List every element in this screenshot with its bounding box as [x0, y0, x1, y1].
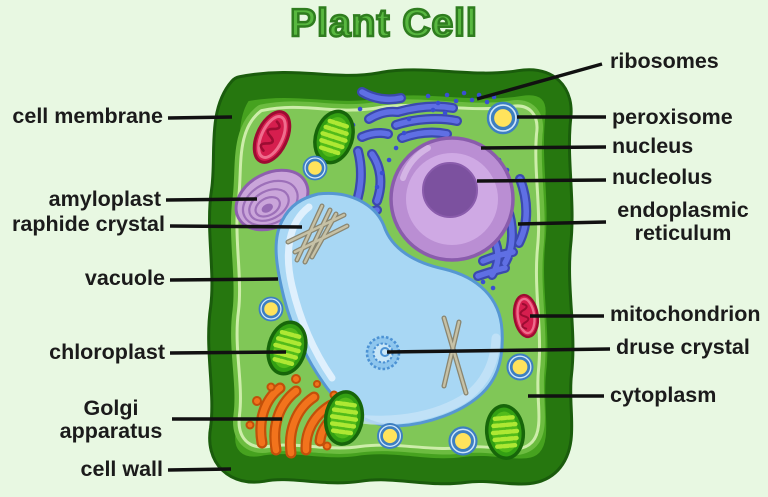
leader-endoplasmic-reticulum: [517, 220, 607, 226]
leader-amyloplast: [165, 197, 258, 202]
leader-cell-membrane: [167, 115, 233, 120]
label-peroxisome: peroxisome: [612, 105, 733, 129]
label-cytoplasm: cytoplasm: [610, 383, 717, 407]
leader-nucleolus: [476, 178, 607, 183]
leader-chloroplast: [169, 350, 287, 355]
label-mitochondrion: mitochondrion: [610, 302, 761, 326]
label-ribosomes: ribosomes: [610, 49, 719, 73]
raphide-crystal-shape: [285, 203, 469, 396]
label-endoplasmic-reticulum: endoplasmic reticulum: [617, 198, 749, 245]
leader-nucleus: [480, 145, 607, 150]
leader-cell-wall: [167, 467, 232, 472]
label-cell-membrane: cell membrane: [12, 104, 163, 128]
druse-crystal-shape: [365, 335, 401, 371]
label-raphide-crystal: raphide crystal: [12, 212, 165, 236]
label-cell-wall: cell wall: [80, 457, 163, 481]
label-druse-crystal: druse crystal: [616, 335, 750, 359]
leader-druse-crystal: [386, 347, 611, 354]
leader-ribosomes: [476, 62, 603, 101]
label-vacuole: vacuole: [84, 266, 165, 290]
page-title: Plant Cell: [289, 1, 478, 47]
golgi-apparatus-shape: [245, 374, 346, 459]
leader-vacuole: [169, 277, 279, 282]
label-chloroplast: chloroplast: [49, 340, 165, 364]
label-golgi-apparatus: Golgi apparatus: [59, 396, 163, 443]
label-amyloplast: amyloplast: [48, 187, 161, 211]
label-nucleus: nucleus: [612, 134, 694, 158]
nucleolus-shape: [422, 162, 478, 218]
nucleus-shape: [389, 136, 515, 262]
leader-lines: [165, 62, 611, 472]
leader-raphide-crystal: [169, 224, 303, 229]
label-nucleolus: nucleolus: [612, 165, 713, 189]
